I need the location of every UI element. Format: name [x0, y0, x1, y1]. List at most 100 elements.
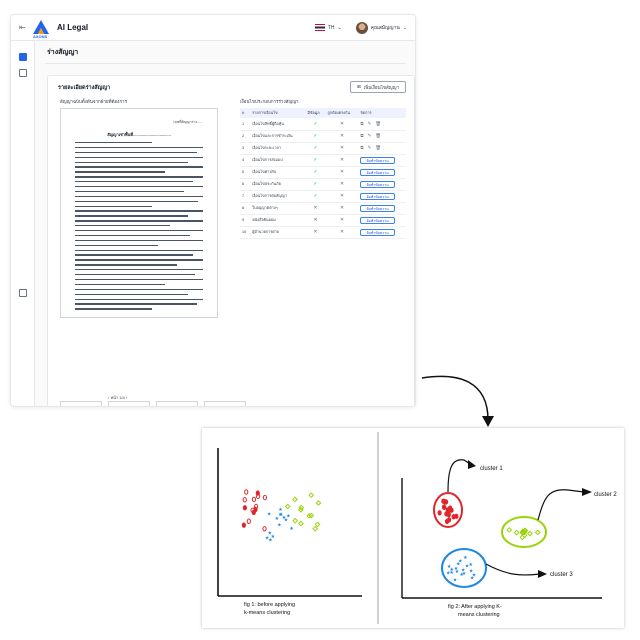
- condition-name: หนังสือยินยอม: [250, 214, 306, 227]
- scatter-point: ★: [459, 572, 464, 578]
- check-icon: ✓: [305, 118, 326, 131]
- scatter-point: ★: [449, 570, 454, 576]
- document-preview[interactable]: เลขที่สัญญาร่าง...... สัญญาเช่าพื้นที่..…: [60, 108, 218, 318]
- document-text-line: [75, 195, 203, 198]
- scatter-point: ★: [267, 512, 272, 518]
- main-content: ร่างสัญญา รายละเอียดร่างสัญญา ⊞ เพิ่มเงื…: [35, 41, 415, 406]
- edit-icon[interactable]: ✎: [367, 133, 372, 138]
- scatter-point: [298, 520, 304, 527]
- draft-text-button[interactable]: จัดทำข้อความ: [360, 168, 395, 176]
- app-title: AI Legal: [57, 23, 89, 32]
- page-thumbnail[interactable]: [60, 401, 102, 406]
- document-text-line: [75, 303, 197, 305]
- scatter-point: [441, 504, 447, 510]
- scatter-point: ★: [279, 512, 284, 518]
- cross-icon: ✕: [325, 166, 359, 179]
- document-text-line: [75, 171, 165, 173]
- draft-text-button[interactable]: จัดทำข้อความ: [360, 216, 395, 224]
- document-text-line: [75, 259, 203, 261]
- condition-name: เงื่อนไขการส่งมอบ: [250, 154, 306, 167]
- scatter-point: ★: [271, 534, 276, 540]
- document-text-line: [75, 283, 165, 286]
- document-text-line: [75, 264, 178, 266]
- logout-icon[interactable]: [19, 289, 27, 297]
- copy-icon[interactable]: ⧉: [360, 120, 364, 126]
- logo-icon: [33, 19, 49, 34]
- scatter-point: ★: [469, 568, 474, 574]
- row-actions: ⧉✎🗑: [358, 118, 406, 131]
- delete-icon[interactable]: 🗑: [375, 145, 382, 150]
- row-number: 3: [240, 142, 251, 155]
- page-indicator[interactable]: ‹ หน้า 1/4 ›: [108, 394, 127, 401]
- document-text-line: [75, 239, 203, 242]
- cross-icon: ✕: [325, 214, 359, 227]
- draft-text-button[interactable]: จัดทำข้อความ: [360, 228, 395, 236]
- scatter-point: [441, 498, 446, 504]
- fig1-caption-line1: fig 1: before applying: [244, 602, 295, 608]
- logo-text: AXONS: [33, 33, 48, 39]
- scatter-point: ★: [289, 526, 294, 532]
- row-number: 2: [240, 130, 251, 143]
- user-menu[interactable]: คุณสมัญญาน ⌄: [355, 21, 407, 34]
- scatter-point: [314, 521, 321, 528]
- cross-icon: ✕: [325, 202, 359, 215]
- delete-icon[interactable]: 🗑: [375, 133, 382, 138]
- copy-icon[interactable]: ⧉: [360, 133, 364, 138]
- draft-text-button[interactable]: จัดทำข้อความ: [360, 204, 395, 212]
- draft-text-button[interactable]: จัดทำข้อความ: [360, 192, 395, 200]
- scatter-point: ★: [463, 555, 468, 561]
- scatter-point: [251, 496, 257, 503]
- scatter-point: ★: [462, 571, 467, 577]
- condition-name: เงื่อนไขการต่อสัญญา: [250, 190, 306, 203]
- document-text-line: [75, 166, 203, 168]
- page-thumbnail[interactable]: [108, 401, 150, 406]
- document-text-line: [75, 308, 152, 310]
- scatter-point: ★: [461, 567, 466, 573]
- scatter-point: [451, 514, 456, 520]
- cross-icon: ✕: [325, 154, 359, 167]
- page-thumbnail[interactable]: [204, 401, 246, 406]
- delete-icon[interactable]: 🗑: [375, 120, 382, 126]
- row-actions: จัดทำข้อความ: [358, 190, 406, 203]
- condition-name: เงื่อนไขประกันภัย: [250, 178, 306, 191]
- scatter-point: ★: [468, 562, 473, 568]
- scatter-point: [315, 500, 322, 506]
- document-text-line: [75, 220, 203, 222]
- language-select[interactable]: TH ⌄: [314, 24, 342, 31]
- cross-icon: ✕: [305, 214, 326, 227]
- page-title: ร่างสัญญา: [47, 49, 79, 56]
- scatter-point: ★: [453, 578, 458, 584]
- next-page-icon[interactable]: ›: [125, 395, 128, 400]
- add-condition-button[interactable]: ⊞ เพิ่มเงื่อนไขสัญญา: [349, 81, 406, 93]
- thai-flag-icon: [314, 24, 325, 31]
- cross-icon: ✕: [325, 130, 359, 143]
- prev-page-icon[interactable]: ‹: [108, 395, 111, 400]
- row-number: 9: [240, 214, 251, 227]
- condition-name: เงื่อนไขค่าปรับ: [250, 166, 306, 179]
- document-text-line: [75, 225, 170, 227]
- edit-icon[interactable]: ✎: [367, 145, 372, 150]
- condition-name: เงื่อนไขและการชำระเงิน: [250, 130, 306, 143]
- draft-text-button[interactable]: จัดทำข้อความ: [360, 180, 395, 188]
- scatter-point: ★: [284, 518, 289, 524]
- draft-text-button[interactable]: จัดทำข้อความ: [360, 156, 395, 164]
- page-thumbnail[interactable]: [156, 401, 198, 406]
- edit-icon[interactable]: ✎: [367, 120, 372, 126]
- add-condition-label: เพิ่มเงื่อนไขสัญญา: [363, 84, 399, 90]
- row-actions: จัดทำข้อความ: [358, 178, 406, 191]
- copy-icon[interactable]: ⧉: [360, 145, 364, 150]
- scatter-point: ★: [447, 564, 452, 570]
- template-icon[interactable]: [19, 69, 27, 77]
- conditions-table: # รายการเงื่อนไข มีข้อมูล ถูกต้องตรงกัน …: [240, 108, 406, 239]
- scatter-point: ★: [465, 563, 470, 569]
- scatter-point: [312, 525, 319, 532]
- document-text-line: [75, 254, 193, 256]
- collapse-menu-icon[interactable]: ⇤: [19, 23, 26, 32]
- scatter-point: ★: [275, 516, 280, 522]
- document-icon[interactable]: [19, 53, 27, 61]
- add-icon: ⊞: [356, 84, 361, 89]
- fig2-caption-line2: means clustering: [458, 612, 500, 618]
